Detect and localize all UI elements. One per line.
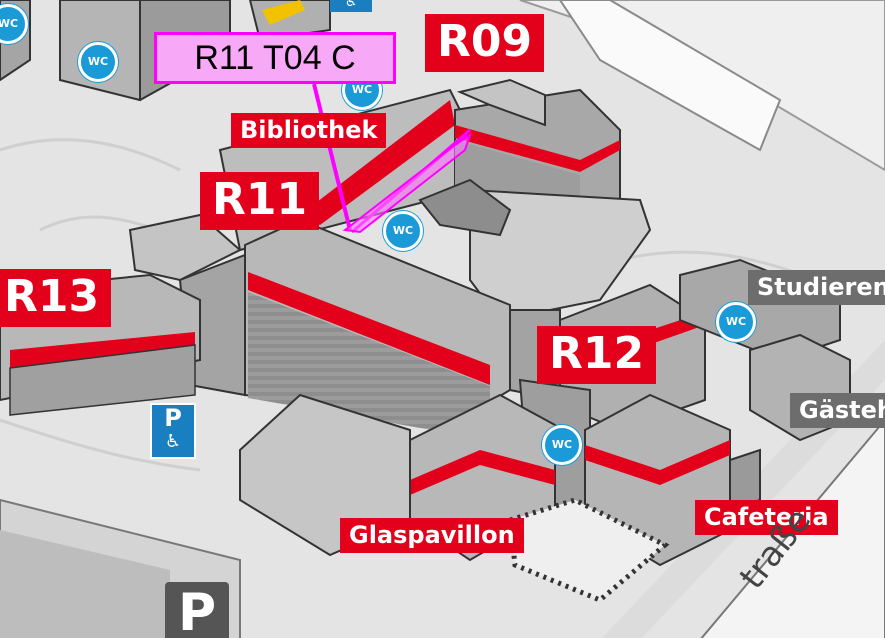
- wc-icon: WC: [542, 425, 582, 465]
- place-label-glaspavillon[interactable]: Glaspavillon: [340, 518, 524, 553]
- place-label-studieren[interactable]: Studieren: [748, 270, 885, 305]
- building-label-r11[interactable]: R11: [200, 172, 320, 230]
- place-label-cafeteria[interactable]: Cafeteria: [695, 500, 838, 535]
- room-callout[interactable]: R11 T04 C: [154, 32, 396, 84]
- place-label-gaeste[interactable]: Gästeh: [790, 393, 885, 428]
- building-label-r12[interactable]: R12: [537, 326, 657, 384]
- wc-icon: WC: [716, 302, 756, 342]
- large-parking-icon: P: [165, 582, 229, 638]
- building-label-r13[interactable]: R13: [0, 269, 112, 327]
- building-label-r09[interactable]: R09: [425, 14, 545, 72]
- place-label-bibliothek[interactable]: Bibliothek: [231, 113, 387, 148]
- parking-icon: P ♿: [150, 403, 196, 459]
- wc-icon: WC: [78, 42, 118, 82]
- parking-letter: P: [164, 404, 182, 432]
- wheelchair-icon: ♿: [330, 0, 372, 12]
- wheelchair-icon: ♿: [164, 431, 182, 452]
- wc-icon: WC: [383, 211, 423, 251]
